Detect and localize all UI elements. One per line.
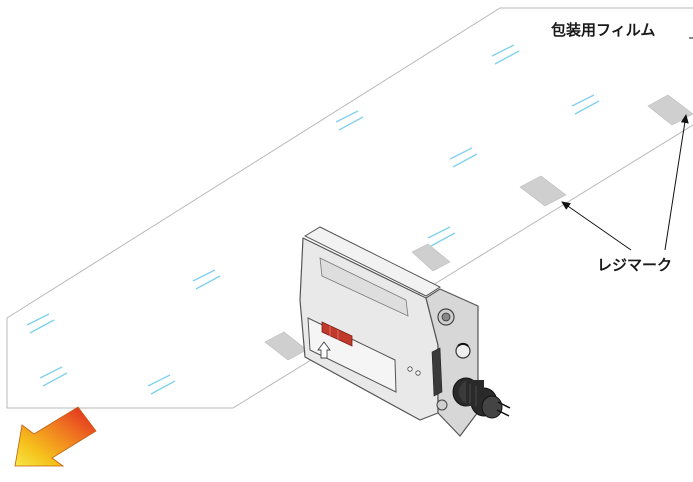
indicator-led-icon [415, 370, 421, 376]
glare-mark-icon [427, 226, 456, 247]
glare-mark-icon [39, 366, 68, 387]
glare-mark-icon [571, 94, 600, 115]
callout-leaders [561, 37, 693, 251]
sensor-slot [307, 317, 397, 393]
glare-mark-icon [335, 110, 364, 131]
film-outline-front [6, 124, 693, 409]
leader-line-mark-2 [664, 114, 689, 251]
registration-mark [519, 175, 567, 207]
leader-line-mark-1 [561, 201, 632, 251]
film-label: 包装用フィルム [551, 21, 656, 39]
indicator-led-icon [407, 366, 413, 372]
registration-mark [264, 331, 308, 361]
glare-mark-icon [147, 374, 176, 395]
direction-arrow-icon [14, 406, 97, 467]
sensor-top-face [303, 226, 442, 297]
mounting-hole-icon [436, 399, 448, 411]
light-axis-icon [317, 341, 331, 359]
film-outline-back [6, 7, 693, 319]
sensor-upper-panel [319, 257, 409, 317]
registration-mark [647, 94, 693, 126]
sensor-icon [299, 226, 511, 437]
connector-icon [452, 377, 511, 419]
registration-mark-label: レジマーク [597, 256, 673, 274]
brand-label [431, 347, 443, 397]
packaging-film [6, 7, 693, 409]
glare-mark-icon [26, 313, 55, 334]
registration-mark [411, 243, 451, 272]
glare-mark-icon [449, 147, 478, 168]
film-glare-marks [26, 44, 600, 395]
adjust-knob-icon [455, 343, 471, 359]
registration-marks [264, 94, 693, 361]
glare-mark-icon [491, 44, 520, 65]
glare-mark-icon [192, 269, 221, 290]
